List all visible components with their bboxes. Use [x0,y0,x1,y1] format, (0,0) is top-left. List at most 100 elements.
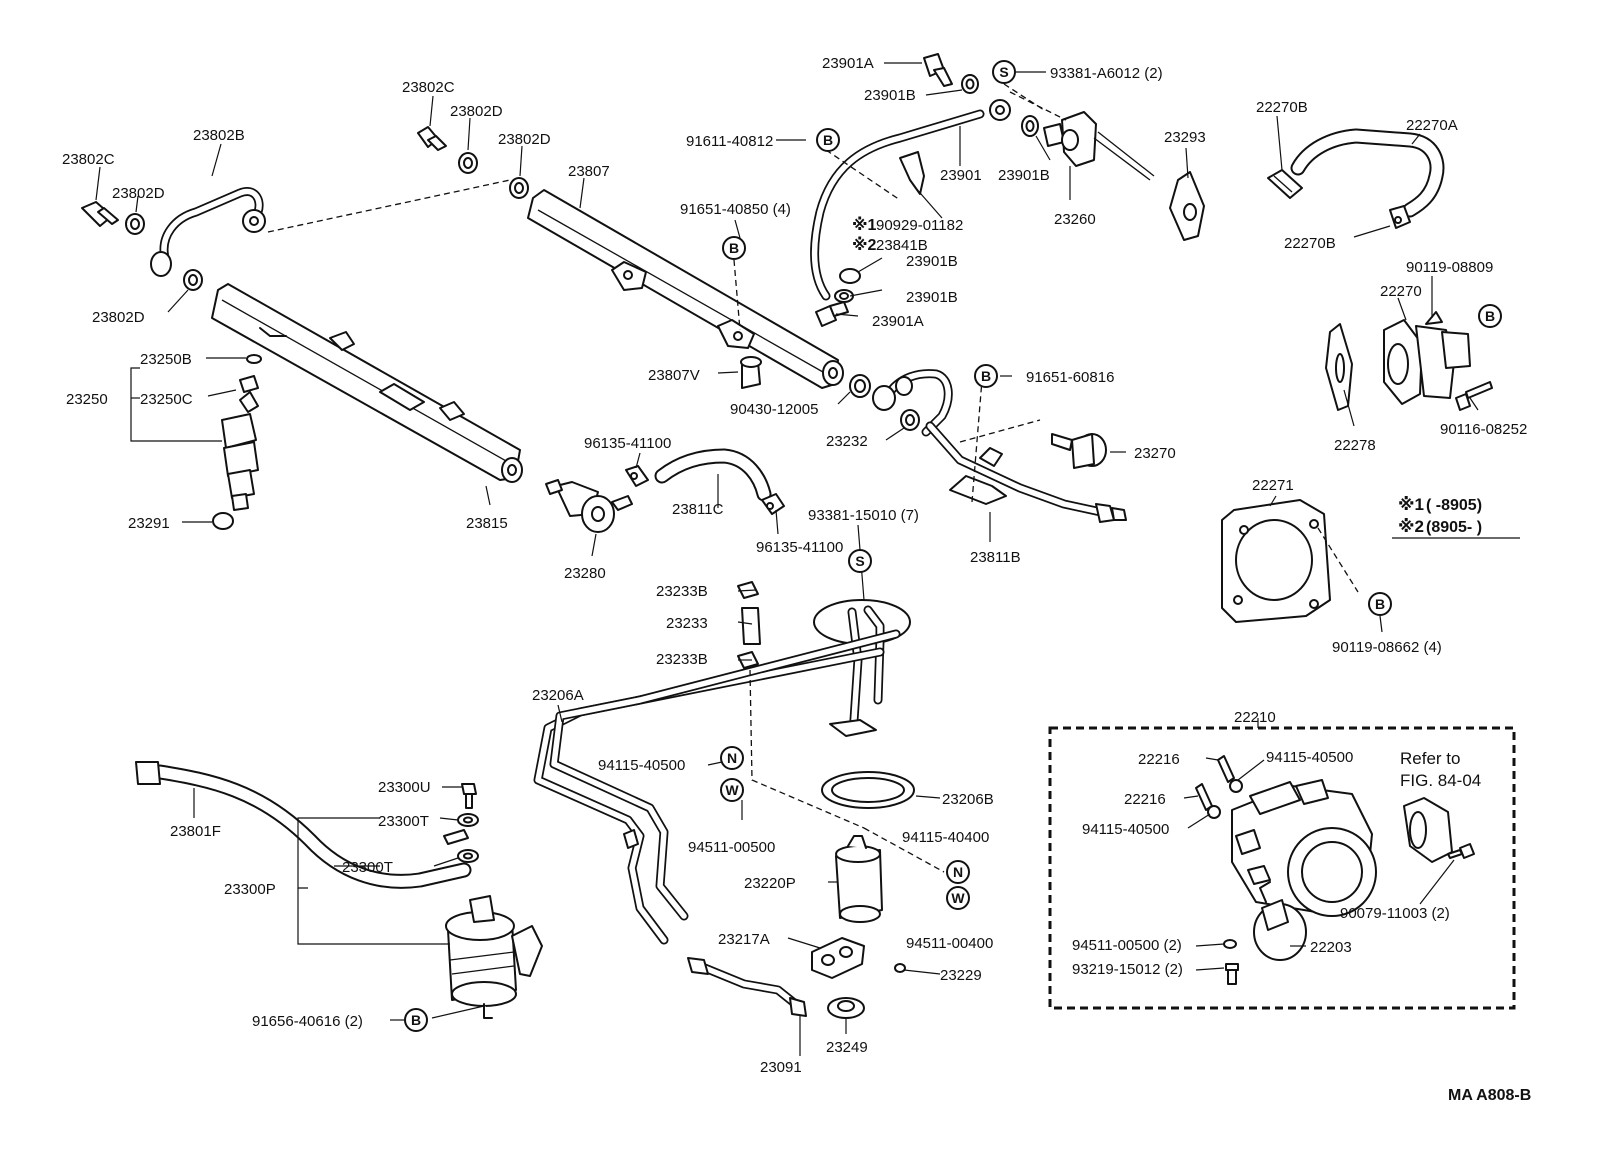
label-23217A: 23217A [718,931,770,948]
union-bolt-23901A-top [923,53,953,87]
label-22216: 22216 [1138,751,1180,768]
marker-B-91656: B [404,1008,428,1032]
label-22210: 22210 [1234,709,1276,726]
legend-mark-1: ※1 [1398,495,1424,514]
gasket-23901B-mid [1021,115,1039,137]
gasket-22278 [1325,323,1353,411]
label-23232: 23232 [826,433,868,450]
washer-94511-00500 [1223,939,1237,949]
label-23901: 23901 [940,167,982,184]
legend-text-2: (8905- ) [1426,519,1482,536]
clamp-22270B-top [1267,169,1303,199]
o-ring-90430 [849,374,871,398]
label-91651-40850: 91651-40850 (4) [680,201,791,218]
label-23250B: 23250B [140,351,192,368]
clamp-bracket-90929 [899,151,925,195]
label-23300U: 23300U [378,779,431,796]
marker-B-91651-60816: B [974,364,998,388]
marker-letter: N [727,750,737,766]
hose-23091 [687,957,807,1017]
gasket-23293 [1169,171,1205,241]
label-94115-40400: 94115-40400 [902,829,989,846]
bolt-23300U [461,783,477,809]
label-90430-12005: 90430-12005 [730,401,818,418]
hose-23233 [737,581,761,669]
sensor-fig-84-04 [1403,797,1453,863]
label-23807V: 23807V [648,367,700,384]
hose-23811C [654,448,772,502]
label-23291: 23291 [128,515,170,532]
notes-legend: ※1 ( -8905) ※2 (8905- ) [1398,495,1482,536]
label-23249: 23249 [826,1039,868,1056]
label-23807: 23807 [568,163,610,180]
label-23220P: 23220P [744,875,796,892]
insulator-23807V [740,356,762,389]
label-96135-41100: 96135-41100 [584,435,671,452]
label-96135-41100: 96135-41100 [756,539,843,556]
marker-letter: S [999,64,1008,80]
label-23802D: 23802D [92,309,145,326]
label-23802D: 23802D [112,185,165,202]
marker-letter: W [951,890,965,906]
label-23802C: 23802C [402,79,455,96]
injector-23250 [212,354,262,530]
label-22203: 22203 [1310,939,1352,956]
label-91656-40616: 91656-40616 (2) [252,1013,363,1030]
label-23270: 23270 [1134,445,1176,462]
label-22270: 22270 [1380,283,1422,300]
label-23300T: 23300T [342,859,393,876]
marker-letter: B [1375,596,1385,612]
clamp-96135-b [761,493,785,515]
label-90119-08662: 90119-08662 (4) [1332,639,1442,656]
label-93381-15010: 93381-15010 (7) [808,507,919,524]
label-23801F: 23801F [170,823,221,840]
label-90079-11003: 90079-11003 (2) [1340,905,1450,922]
figure-code: MA A808-B [1448,1087,1531,1104]
label-23300T: 23300T [378,813,429,830]
label-23091: 23091 [760,1059,802,1076]
nuts-94115-40500 [1207,779,1243,819]
marker-B-90119-08809: B [1478,304,1502,328]
pipe-23232 [872,369,953,437]
label-22270B: 22270B [1256,99,1308,116]
union-bolt-23802C-mid [417,126,447,151]
screws-22216 [1195,755,1235,811]
label-23901B: 23901B [864,87,916,104]
clip-23229 [894,963,906,973]
marker-N-94115-40400: N [946,860,970,884]
hose-22270A [1290,128,1445,218]
throttle-body-22210 [1231,779,1377,917]
bolt-90116 [1455,381,1493,411]
regulator-23280 [545,479,633,533]
label-23250C: 23250C [140,391,193,408]
hose-23801F [135,761,472,889]
label-94115-40500: 94115-40500 [1082,821,1169,838]
label-23802B: 23802B [193,127,245,144]
marker-W-94511-00400: W [946,886,970,910]
label-23293: 23293 [1164,129,1206,146]
label-22270A: 22270A [1406,117,1458,134]
pipe-23811B [925,421,1127,523]
filter-23249 [827,997,865,1019]
label-23815: 23815 [466,515,508,532]
frame-22210 [1048,726,1516,1010]
legend-mark-2: ※2 [1398,517,1424,536]
label-90119-08809: 90119-08809 [1406,259,1493,276]
marker-letter: B [823,132,833,148]
screw-90079 [1447,843,1475,859]
label-23901B: 23901B [998,167,1050,184]
refer-line-1: Refer to [1400,749,1460,768]
fuel-rail-23807 [527,189,844,389]
leader-lines [95,62,1520,1056]
label-23901B: 23901B [906,253,958,270]
label-93381-A6012: 93381-A6012 (2) [1050,65,1163,82]
label-94511-00500: 94511-00500 [688,839,775,856]
marker-B-90119-08662: B [1368,592,1392,616]
valve-22270 [1383,311,1471,405]
marker-letter: B [411,1012,421,1028]
damper-23270 [1051,433,1107,469]
label-22216: 22216 [1124,791,1166,808]
union-bolt-23802C-left [81,201,119,227]
